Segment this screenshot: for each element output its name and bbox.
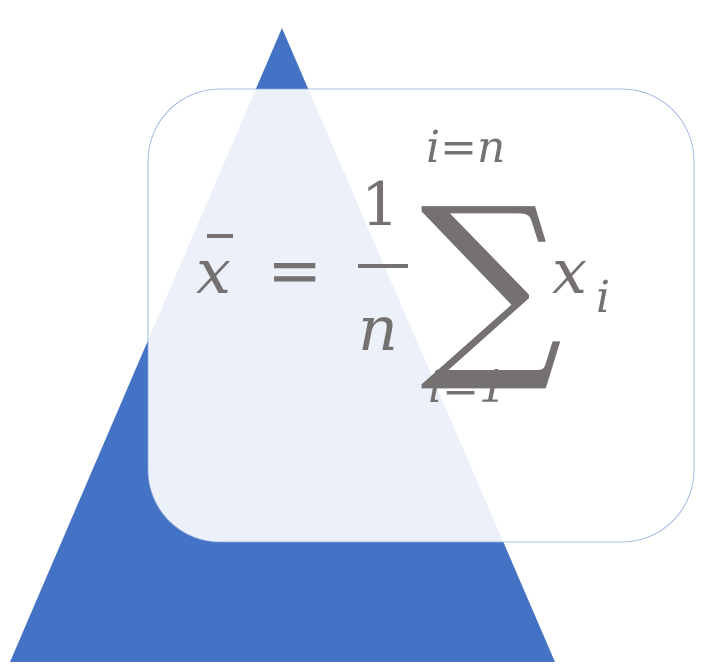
equals-sign: =	[267, 232, 322, 309]
sigma-symbol: ∑	[420, 165, 563, 398]
fraction-numerator: 1	[361, 170, 399, 240]
sum-upper-limit: i=n	[426, 122, 505, 173]
summand-variable: x	[552, 235, 587, 308]
mean-variable: x	[196, 235, 231, 308]
sum-lower-limit: i=1	[428, 362, 507, 413]
formula-card	[147, 88, 695, 543]
summand-subscript: i	[596, 272, 610, 323]
fraction-denominator: n	[358, 292, 398, 365]
